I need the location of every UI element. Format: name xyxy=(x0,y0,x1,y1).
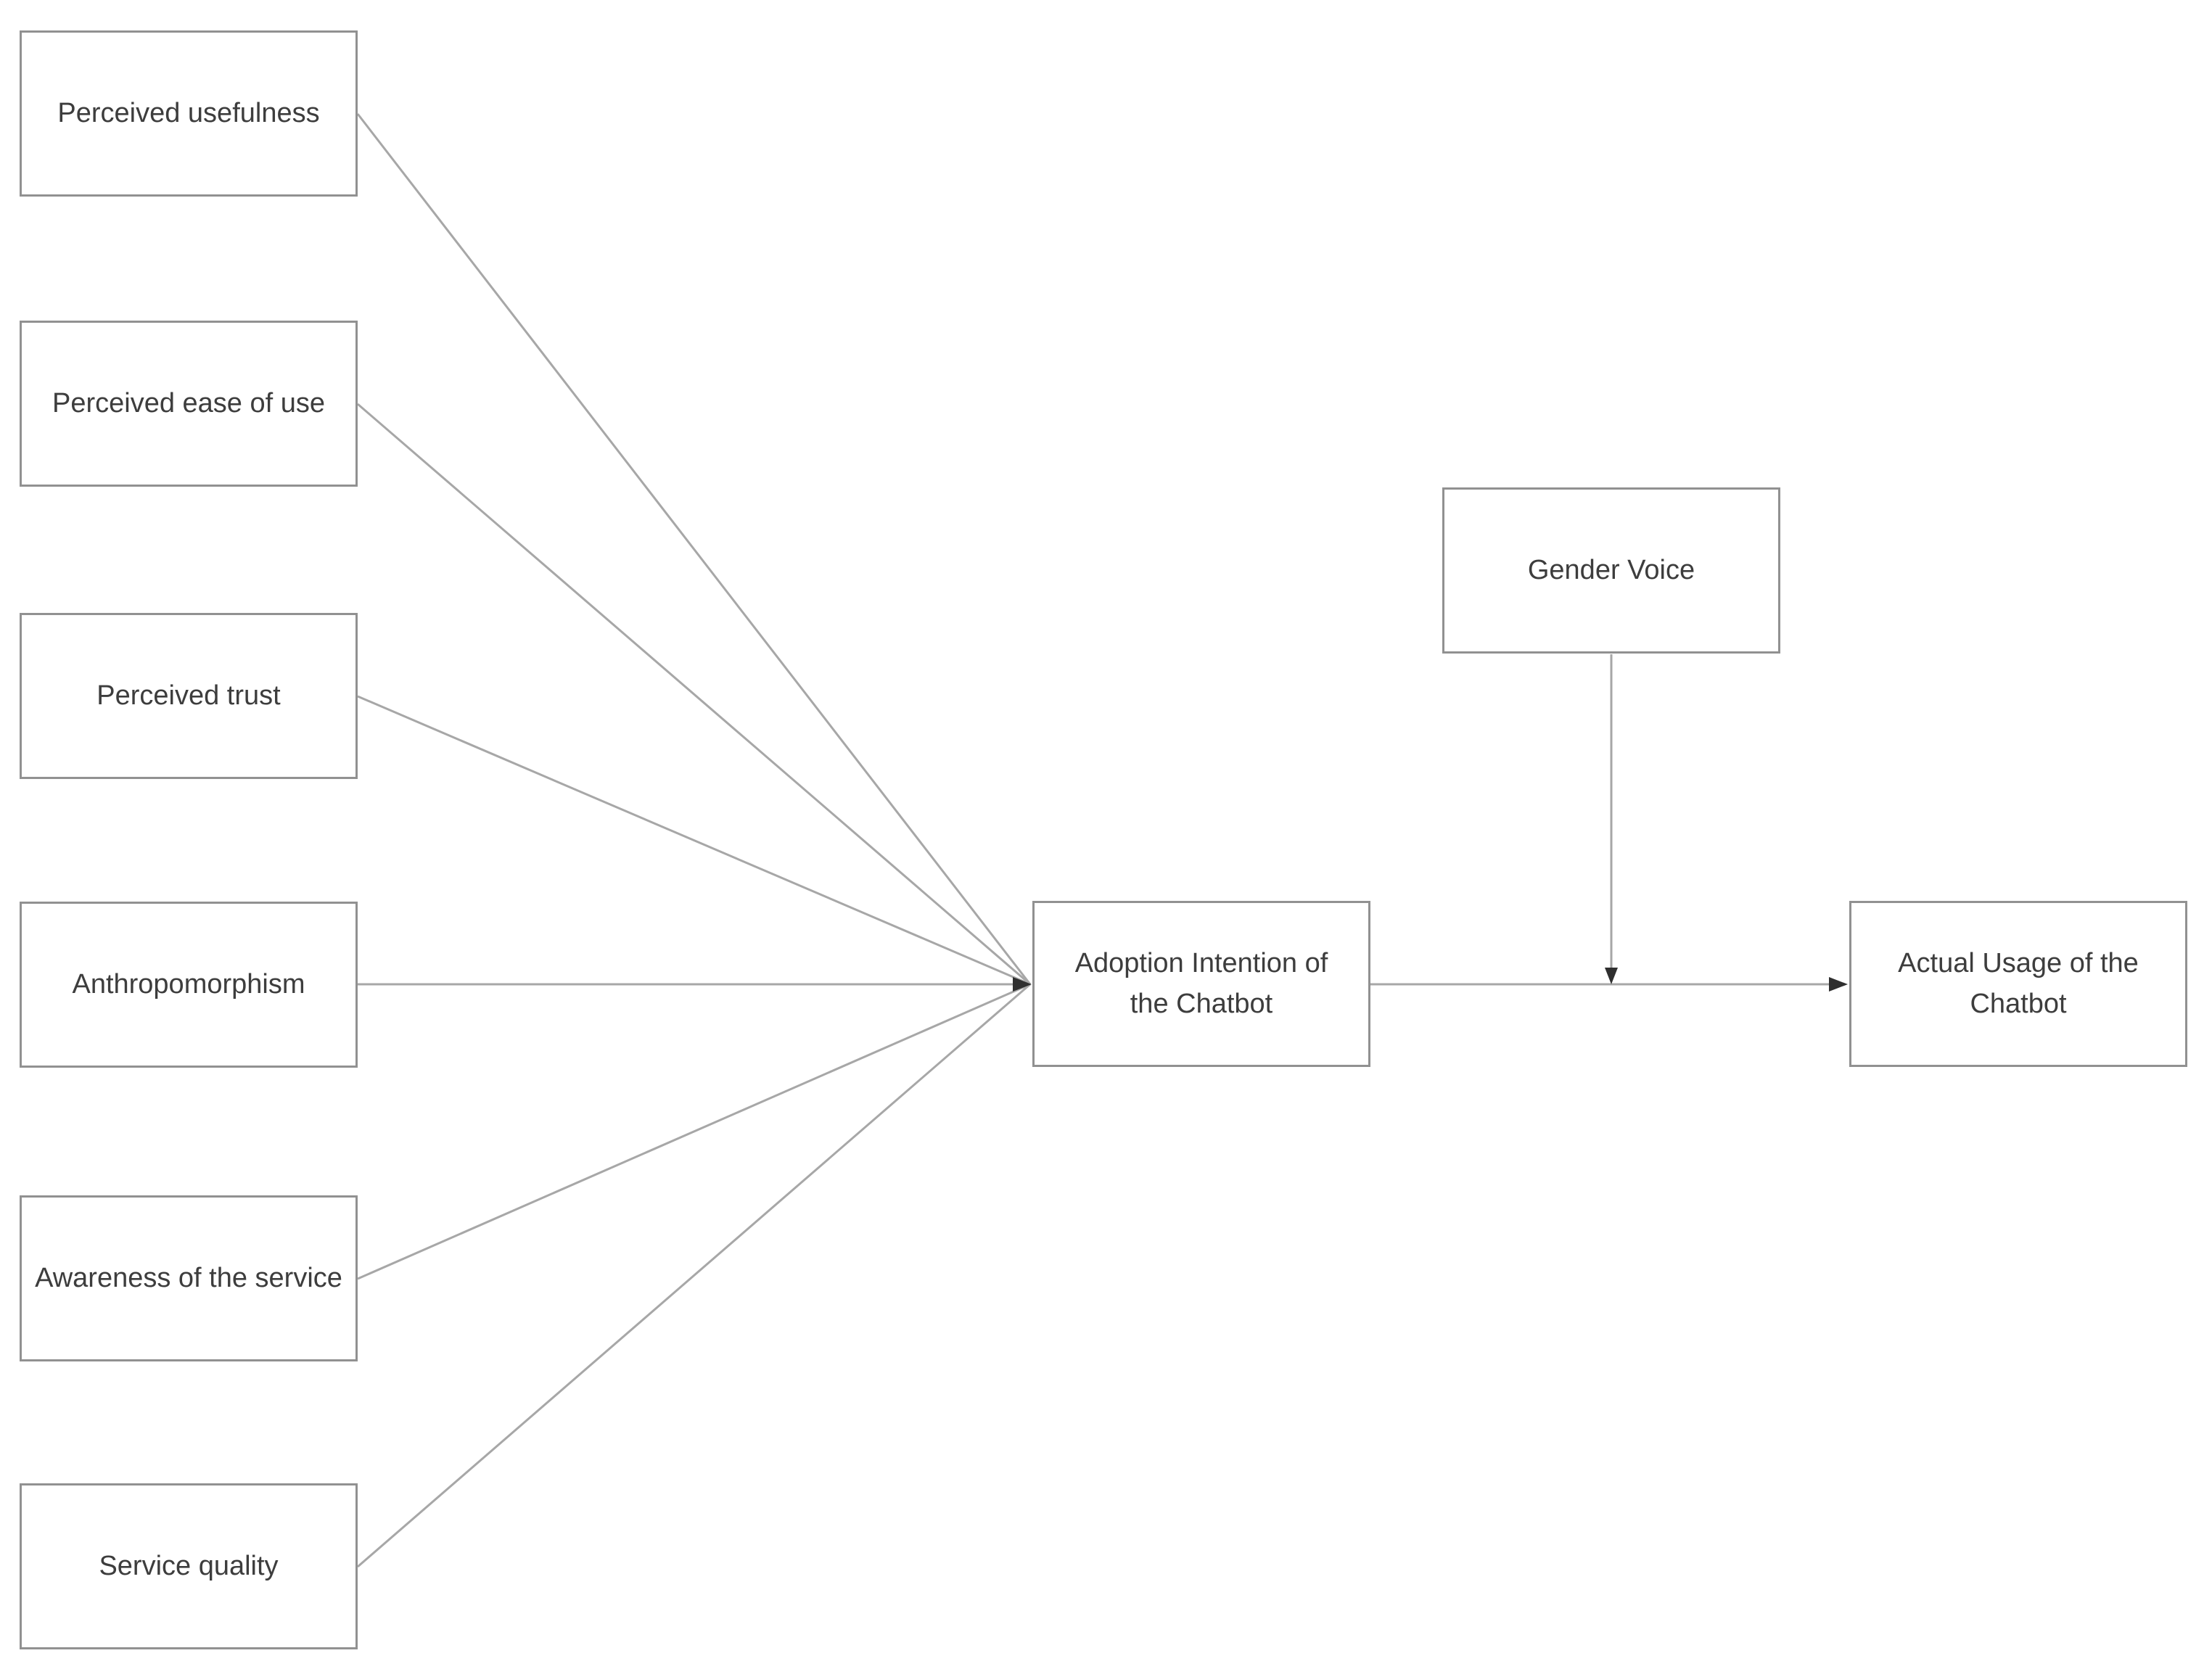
connector-perceived-ease-of-use xyxy=(357,403,1031,986)
connector-perceived-trust xyxy=(357,695,1031,986)
node-service-quality: Service quality xyxy=(20,1483,358,1649)
node-label-actual-usage-line2: Chatbot xyxy=(1970,988,2067,1019)
node-label-perceived-ease-of-use: Perceived ease of use xyxy=(52,387,325,419)
node-label-adoption-intention-line1: Adoption Intention of xyxy=(1074,948,1328,979)
connector-awareness-of-service xyxy=(357,983,1031,1280)
node-anthropomorphism: Anthropomorphism xyxy=(20,902,358,1068)
node-label-service-quality: Service quality xyxy=(99,1550,279,1581)
node-gender-voice: Gender Voice xyxy=(1442,487,1780,654)
node-perceived-usefulness: Perceived usefulness xyxy=(20,30,358,197)
arrowhead-gender-voice-junction xyxy=(1605,968,1618,984)
connector-service-quality xyxy=(357,983,1031,1568)
node-adoption-intention: Adoption Intention of the Chatbot xyxy=(1032,901,1370,1067)
node-actual-usage: Actual Usage of the Chatbot xyxy=(1849,901,2187,1067)
node-perceived-ease-of-use: Perceived ease of use xyxy=(20,321,358,487)
node-awareness-of-service: Awareness of the service xyxy=(20,1195,358,1361)
arrowhead-into-actual-usage xyxy=(1829,977,1848,992)
node-label-gender-voice: Gender Voice xyxy=(1527,554,1695,585)
arrowhead-into-adoption-intention xyxy=(1013,977,1032,992)
node-label-perceived-usefulness: Perceived usefulness xyxy=(57,97,320,128)
node-perceived-trust: Perceived trust xyxy=(20,613,358,779)
node-label-anthropomorphism: Anthropomorphism xyxy=(72,968,305,1000)
node-label-awareness-of-service: Awareness of the service xyxy=(35,1262,342,1293)
node-label-adoption-intention-line2: the Chatbot xyxy=(1130,988,1273,1019)
node-label-actual-usage-line1: Actual Usage of the xyxy=(1898,948,2139,979)
node-label-perceived-trust: Perceived trust xyxy=(96,680,281,711)
connector-perceived-usefulness xyxy=(356,113,1032,985)
